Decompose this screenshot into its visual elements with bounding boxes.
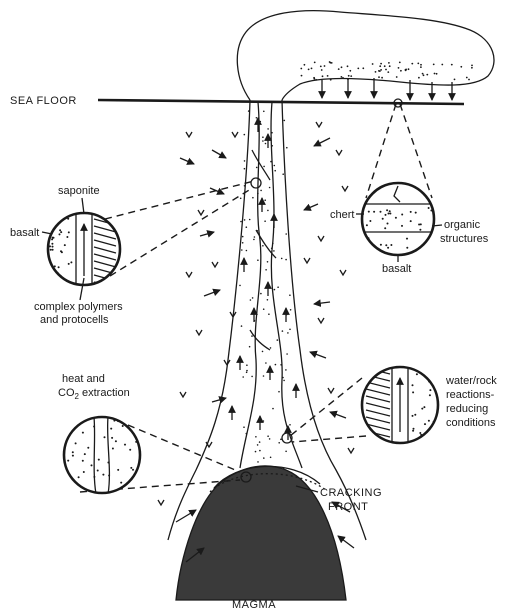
svg-text:conditions: conditions [446,417,496,429]
chert-label: chert [330,209,354,221]
svg-text:CRACKING: CRACKING [320,487,382,499]
svg-text:structures: structures [440,233,489,245]
svg-text:CO2 extraction: CO2 extraction [58,387,130,401]
complex-polymers-label: complex polymers [34,301,123,313]
inset-chert: chert organic structures basalt [330,183,489,275]
water-rock-label: water/rock [445,375,497,387]
inset-heat-extraction: heat and CO2 extraction [58,373,140,494]
inset-water-rock: water/rock reactions- reducing condition… [362,366,497,444]
magma-label: MAGMA [232,599,276,611]
sea-floor-label: SEA FLOOR [10,95,77,107]
heat-label: heat and [62,373,105,385]
plume-cloud [237,11,494,100]
organic-structures-label: organic [444,219,481,231]
inset-saponite: saponite basalt complex polymers and pro… [10,185,123,326]
svg-text:reactions-: reactions- [446,389,495,401]
svg-text:and protocells: and protocells [40,314,109,326]
basalt-left-label: basalt [10,227,39,239]
svg-text:reducing: reducing [446,403,488,415]
saponite-label: saponite [58,185,100,197]
basalt-right-label: basalt [382,263,411,275]
